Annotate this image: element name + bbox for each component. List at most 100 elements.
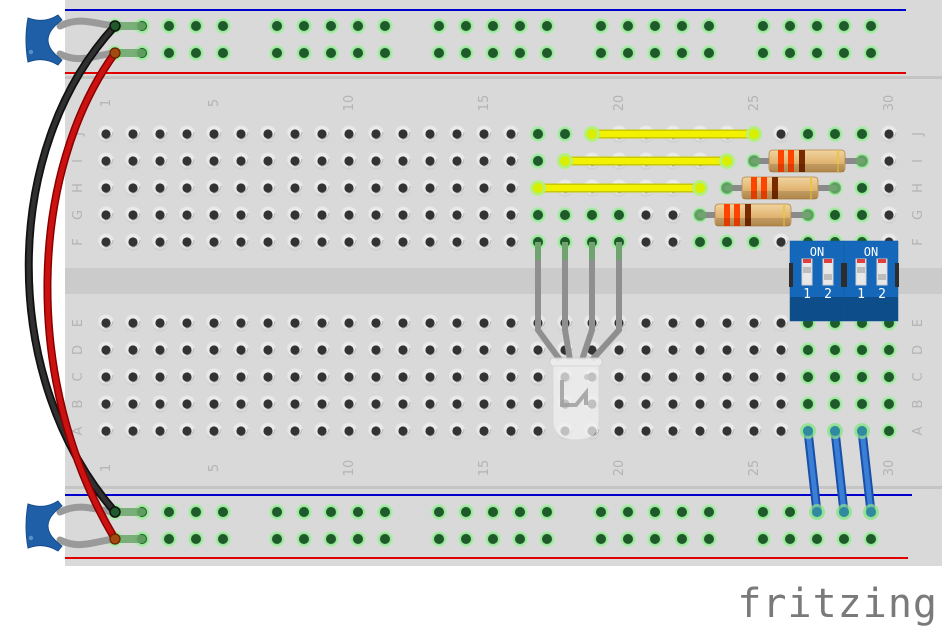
hole-G19[interactable] bbox=[584, 207, 600, 223]
hole-H5[interactable] bbox=[205, 178, 223, 197]
hole-D2[interactable] bbox=[124, 340, 142, 359]
rail-hole-topPos-25[interactable] bbox=[863, 45, 879, 61]
hole-D23[interactable] bbox=[691, 340, 709, 359]
hole-A7[interactable] bbox=[259, 421, 277, 440]
rail-hole-topPos-4[interactable] bbox=[188, 45, 204, 61]
hole-F13[interactable] bbox=[421, 232, 439, 251]
hole-C13[interactable] bbox=[421, 367, 439, 386]
hole-G8[interactable] bbox=[286, 205, 304, 224]
hole-I5[interactable] bbox=[205, 151, 223, 170]
hole-A9[interactable] bbox=[313, 421, 331, 440]
hole-G15[interactable] bbox=[475, 205, 493, 224]
hole-G18[interactable] bbox=[557, 207, 573, 223]
hole-D7[interactable] bbox=[259, 340, 277, 359]
rail-hole-botNeg-3[interactable] bbox=[161, 504, 177, 520]
rail-hole-botPos-4[interactable] bbox=[188, 531, 204, 547]
hole-F23[interactable] bbox=[692, 234, 708, 250]
rail-hole-topPos-23[interactable] bbox=[809, 45, 825, 61]
hole-F15[interactable] bbox=[475, 232, 493, 251]
rail-hole-botPos-24[interactable] bbox=[836, 531, 852, 547]
hole-F9[interactable] bbox=[313, 232, 331, 251]
hole-F1[interactable] bbox=[97, 232, 115, 251]
rail-hole-botPos-6[interactable] bbox=[269, 531, 285, 547]
rail-hole-topNeg-9[interactable] bbox=[350, 18, 366, 34]
rail-hole-botPos-20[interactable] bbox=[701, 531, 717, 547]
hole-C28[interactable] bbox=[827, 369, 843, 385]
hole-G20[interactable] bbox=[611, 207, 627, 223]
hole-B14[interactable] bbox=[448, 394, 466, 413]
rail-hole-botNeg-7[interactable] bbox=[296, 504, 312, 520]
rail-hole-botNeg-15[interactable] bbox=[539, 504, 555, 520]
hole-E22[interactable] bbox=[664, 313, 682, 332]
hole-J13[interactable] bbox=[421, 124, 439, 143]
hole-H7[interactable] bbox=[259, 178, 277, 197]
hole-C12[interactable] bbox=[394, 367, 412, 386]
rail-hole-topPos-19[interactable] bbox=[674, 45, 690, 61]
rail-hole-topPos-21[interactable] bbox=[755, 45, 771, 61]
resistor-1[interactable] bbox=[748, 149, 868, 173]
hole-J16[interactable] bbox=[502, 124, 520, 143]
hole-I8[interactable] bbox=[286, 151, 304, 170]
rail-hole-topNeg-17[interactable] bbox=[620, 18, 636, 34]
rail-hole-topNeg-16[interactable] bbox=[593, 18, 609, 34]
hole-A21[interactable] bbox=[637, 421, 655, 440]
hole-F10[interactable] bbox=[340, 232, 358, 251]
rail-hole-topPos-3[interactable] bbox=[161, 45, 177, 61]
hole-F3[interactable] bbox=[151, 232, 169, 251]
hole-I9[interactable] bbox=[313, 151, 331, 170]
rail-hole-botPos-10[interactable] bbox=[377, 531, 393, 547]
hole-B20[interactable] bbox=[610, 394, 628, 413]
rail-hole-botPos-8[interactable] bbox=[323, 531, 339, 547]
hole-B12[interactable] bbox=[394, 394, 412, 413]
rail-hole-botNeg-10[interactable] bbox=[377, 504, 393, 520]
hole-B4[interactable] bbox=[178, 394, 196, 413]
rail-hole-botPos-19[interactable] bbox=[674, 531, 690, 547]
rail-hole-botNeg-9[interactable] bbox=[350, 504, 366, 520]
hole-B29[interactable] bbox=[854, 396, 870, 412]
hole-J12[interactable] bbox=[394, 124, 412, 143]
dip-switch-1-toggle-2[interactable]: 2 bbox=[822, 258, 834, 302]
hole-C5[interactable] bbox=[205, 367, 223, 386]
hole-I10[interactable] bbox=[340, 151, 358, 170]
hole-C10[interactable] bbox=[340, 367, 358, 386]
rail-hole-botNeg-19[interactable] bbox=[674, 504, 690, 520]
hole-E1[interactable] bbox=[97, 313, 115, 332]
hole-C15[interactable] bbox=[475, 367, 493, 386]
rail-hole-topPos-11[interactable] bbox=[431, 45, 447, 61]
hole-H11[interactable] bbox=[367, 178, 385, 197]
rail-hole-topNeg-18[interactable] bbox=[647, 18, 663, 34]
hole-D15[interactable] bbox=[475, 340, 493, 359]
rail-hole-topNeg-3[interactable] bbox=[161, 18, 177, 34]
hole-J14[interactable] bbox=[448, 124, 466, 143]
rail-hole-topNeg-8[interactable] bbox=[323, 18, 339, 34]
hole-D29[interactable] bbox=[854, 342, 870, 358]
resistor-2[interactable] bbox=[721, 176, 841, 200]
rail-hole-topPos-24[interactable] bbox=[836, 45, 852, 61]
hole-H14[interactable] bbox=[448, 178, 466, 197]
rail-hole-topPos-12[interactable] bbox=[458, 45, 474, 61]
hole-B3[interactable] bbox=[151, 394, 169, 413]
hole-C6[interactable] bbox=[232, 367, 250, 386]
hole-C2[interactable] bbox=[124, 367, 142, 386]
hole-G16[interactable] bbox=[502, 205, 520, 224]
yellow-wire-1[interactable] bbox=[584, 126, 762, 142]
rail-hole-topPos-14[interactable] bbox=[512, 45, 528, 61]
hole-H30[interactable] bbox=[880, 178, 898, 197]
hole-A10[interactable] bbox=[340, 421, 358, 440]
hole-A25[interactable] bbox=[745, 421, 763, 440]
hole-B26[interactable] bbox=[772, 394, 790, 413]
hole-I14[interactable] bbox=[448, 151, 466, 170]
hole-C22[interactable] bbox=[664, 367, 682, 386]
hole-E24[interactable] bbox=[718, 313, 736, 332]
rail-hole-botPos-3[interactable] bbox=[161, 531, 177, 547]
hole-B9[interactable] bbox=[313, 394, 331, 413]
hole-C14[interactable] bbox=[448, 367, 466, 386]
hole-C4[interactable] bbox=[178, 367, 196, 386]
hole-B22[interactable] bbox=[664, 394, 682, 413]
rail-hole-topPos-8[interactable] bbox=[323, 45, 339, 61]
hole-B11[interactable] bbox=[367, 394, 385, 413]
hole-E10[interactable] bbox=[340, 313, 358, 332]
hole-F16[interactable] bbox=[502, 232, 520, 251]
hole-D11[interactable] bbox=[367, 340, 385, 359]
hole-C29[interactable] bbox=[854, 369, 870, 385]
